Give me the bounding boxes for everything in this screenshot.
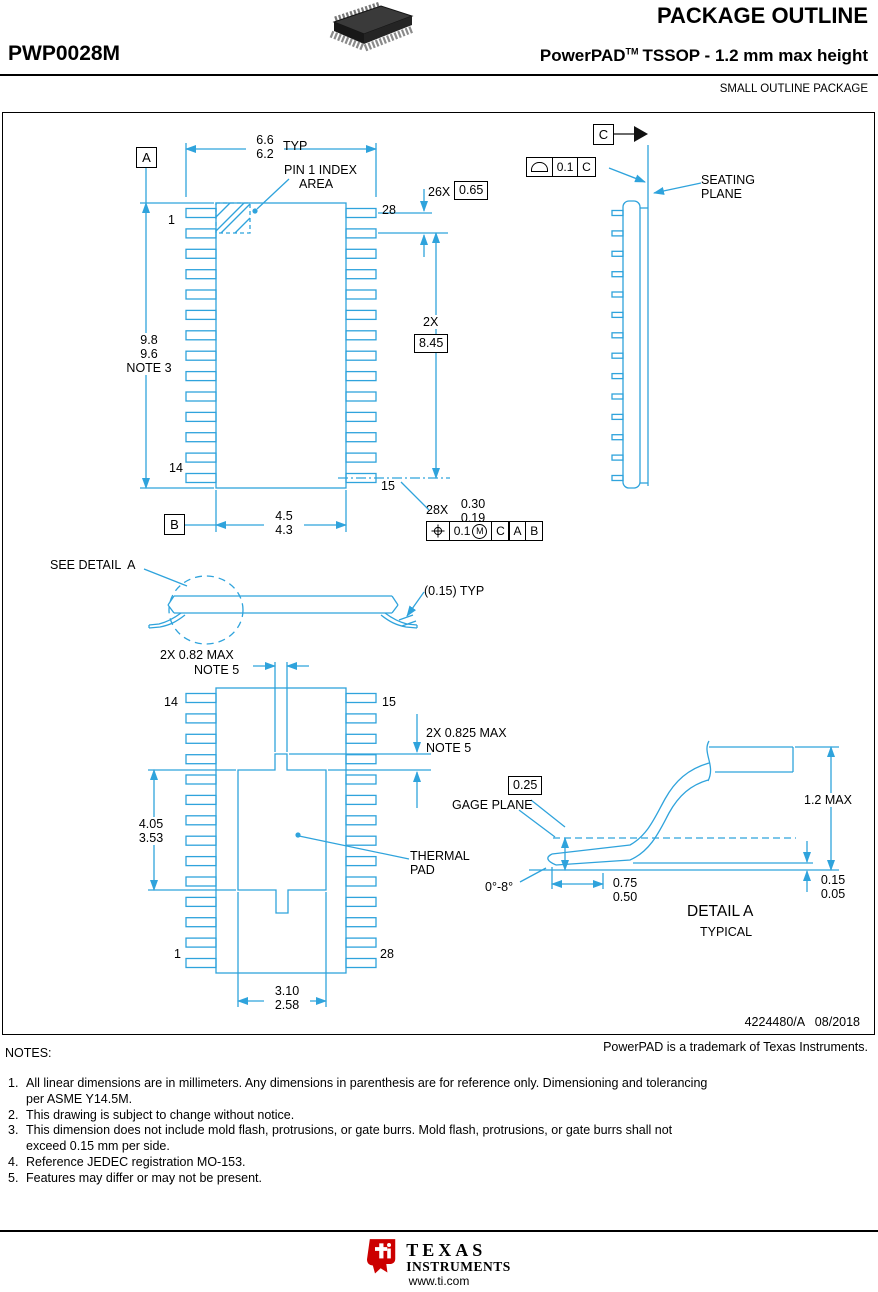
bottom-view — [148, 662, 431, 1007]
note-item: 5.Features may differ or may not be pres… — [8, 1170, 262, 1185]
pin1-index-label-line1: PIN 1 INDEX — [284, 163, 357, 177]
lead-angle-dimension: 0°-8° — [485, 880, 514, 894]
notes-label: NOTES: — [5, 1046, 52, 1060]
width-typ: TYP — [283, 139, 308, 153]
length-prefix: 2X — [421, 315, 441, 329]
profile-typ-dimension: (0.15) TYP — [424, 584, 485, 598]
pad-tab-right-dim-line1: 2X 0.825 MAX — [426, 726, 507, 740]
subtitle-rest: TSSOP - 1.2 mm max height — [642, 46, 868, 65]
pad-tab-top-dim-line2: NOTE 5 — [194, 663, 240, 677]
gage-plane-label: GAGE PLANE — [452, 798, 533, 812]
flatness-datum: C — [577, 157, 596, 177]
ti-wordmark: TEXAS INSTRUMENTS — [406, 1239, 511, 1274]
notes-list: 1.All linear dimensions are in millimete… — [8, 1076, 866, 1187]
flatness-frame: 0.1 C — [526, 157, 596, 177]
pad-tab-right-dim-line2: NOTE 5 — [426, 741, 472, 755]
datum-a: A — [136, 147, 157, 168]
side-view — [608, 126, 702, 489]
thermal-pad-label: THERMAL PAD — [410, 849, 470, 877]
fcf-datum-a: A — [508, 521, 527, 541]
chip-photo-icon — [329, 1, 415, 52]
package-outline-linework — [140, 126, 839, 1007]
pin-28-label: 28 — [382, 203, 396, 217]
note-item: 1.All linear dimensions are in millimete… — [8, 1076, 708, 1106]
bottom-pin-14-label: 14 — [164, 695, 178, 709]
trademark-symbol: TM — [625, 46, 639, 57]
header-divider — [0, 74, 878, 76]
max-height-dimension: 1.2 MAX — [802, 793, 854, 807]
body-width-dimension: 4.5 4.3 — [264, 509, 304, 537]
pin-14-label: 14 — [169, 461, 183, 475]
flatness-tolerance: 0.1 — [551, 157, 579, 177]
pin-1-label: 1 — [168, 213, 175, 227]
note-item: 4.Reference JEDEC registration MO-153. — [8, 1154, 246, 1169]
standoff-dimension: 0.15 0.05 — [820, 873, 846, 901]
pad-width-dimension: 3.10 2.58 — [264, 984, 310, 1012]
detail-a-subtitle: TYPICAL — [700, 925, 753, 939]
package-type: SMALL OUTLINE PACKAGE — [719, 83, 868, 95]
foot-length-dimension: 0.75 0.50 — [612, 876, 638, 904]
note-item: 2.This drawing is subject to change with… — [8, 1107, 295, 1122]
length-value: 8.45 — [414, 334, 449, 353]
pin-15-label: 15 — [381, 479, 395, 493]
seating-plane-label: SEATING PLANE — [701, 173, 755, 201]
drawing-number: 4224480/A 08/2018 — [744, 1015, 860, 1029]
datum-b: B — [164, 514, 185, 535]
profile-view — [143, 568, 425, 645]
pin1-index-label-line2: AREA — [299, 177, 334, 191]
ti-logo: TEXAS INSTRUMENTS — [0, 1238, 878, 1276]
bottom-pin-15-label: 15 — [382, 695, 396, 709]
note-item: 3.This dimension does not include mold f… — [8, 1123, 673, 1154]
detail-a-view — [518, 740, 839, 892]
pitch-value: 0.65 — [454, 181, 489, 200]
bottom-pin-1-label: 1 — [174, 947, 181, 961]
gage-plane-dimension: 0.25 — [508, 776, 543, 795]
lead-count: 28X — [426, 503, 449, 517]
datum-c: C — [593, 124, 614, 145]
width-dimension: 6.6 6.2 — [246, 133, 284, 161]
footer-divider — [0, 1230, 878, 1232]
page-title: PACKAGE OUTLINE — [656, 3, 868, 28]
pad-height-dimension: 4.05 3.53 — [128, 817, 174, 845]
fcf-datum-b: B — [525, 521, 544, 541]
fcf-tolerance: 0.1 M — [448, 521, 493, 541]
part-number: PWP0028M — [8, 42, 121, 65]
seating-plane-symbol-icon — [526, 157, 553, 177]
drawing-area: 6.6 6.2 TYP PIN 1 INDEX AREA A 1 28 26X … — [2, 112, 875, 1035]
pitch-count: 26X — [426, 185, 453, 199]
height-dimension: 9.8 9.6 NOTE 3 — [121, 333, 177, 375]
mmc-modifier-icon: M — [472, 523, 488, 539]
fcf-datum-c: C — [491, 521, 510, 541]
position-tolerance-icon — [426, 521, 450, 541]
trademark-note: PowerPAD is a trademark of Texas Instrum… — [603, 1040, 868, 1054]
feature-control-frame: 0.1 M C A B — [426, 521, 544, 541]
top-view — [140, 143, 450, 532]
pad-tab-top-dim-line1: 2X 0.82 MAX — [160, 648, 234, 662]
ti-logo-icon — [367, 1239, 396, 1274]
see-detail-a-label: SEE DETAIL A — [50, 558, 136, 572]
brand-name: PowerPAD — [539, 46, 626, 65]
bottom-pin-28-label: 28 — [380, 947, 394, 961]
detail-a-title: DETAIL A — [687, 903, 754, 920]
ti-website-link: www.ti.com — [408, 1274, 470, 1288]
